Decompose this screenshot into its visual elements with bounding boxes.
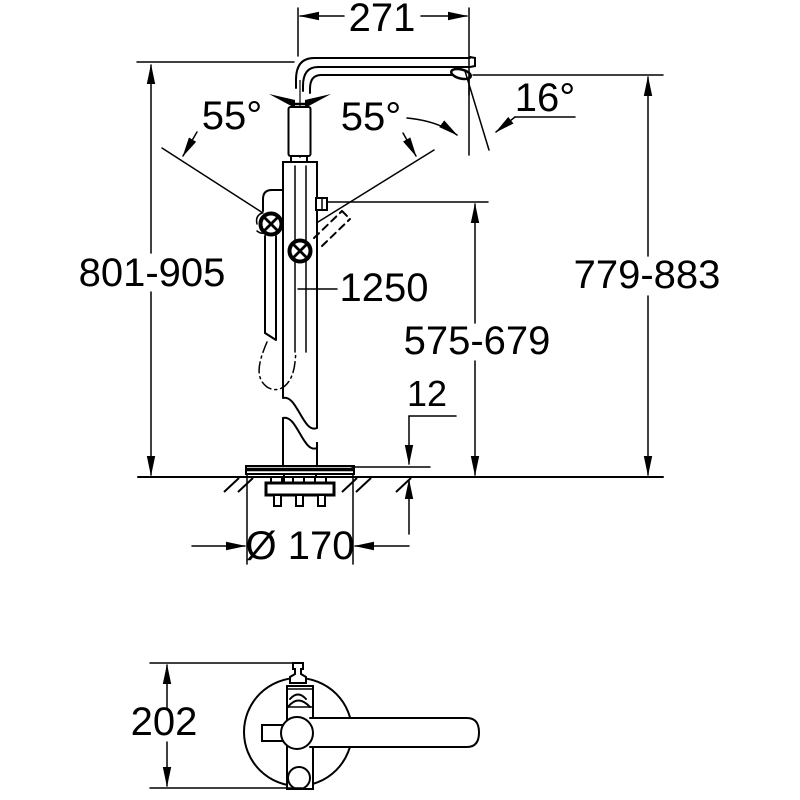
angle-55-right: 55°: [317, 95, 458, 223]
dim-base-diameter-label: Ø 170: [246, 524, 355, 568]
dim-hose-length-label: 1250: [340, 266, 429, 310]
angle-16: 16°: [464, 70, 576, 156]
lever: [287, 106, 312, 163]
dim-plate-thickness: 12: [351, 373, 457, 535]
shower-hose-loop: [258, 341, 297, 391]
dim-holder-height: 575-679: [327, 201, 551, 476]
lever-swivel-arrow-icon: [269, 94, 331, 108]
top-view-handshower-circle: [287, 766, 311, 790]
dim-depth: 202: [131, 662, 303, 789]
top-view-pivot-circle: [280, 716, 314, 750]
handshower-alt-position: [313, 210, 351, 247]
dim-plate-thickness-label: 12: [407, 373, 447, 414]
dim-spout-height: 779-883: [472, 74, 721, 476]
mounting-bracket: [264, 476, 336, 507]
dim-depth-label: 202: [131, 700, 198, 744]
dim-spout-reach: 271: [297, 0, 470, 96]
top-view-handshower-mount: [261, 724, 284, 742]
column-break: [281, 396, 319, 468]
body-clamp-knob-icon: [287, 238, 313, 264]
angle-55-left-label: 55°: [202, 94, 263, 138]
dim-holder-height-label: 575-679: [404, 319, 551, 363]
diverter-knob: [315, 197, 328, 211]
dim-base-diameter: Ø 170: [191, 474, 410, 568]
floor-hatching: [223, 477, 412, 493]
holder-clamp-knob-icon: [258, 211, 284, 237]
dim-spout-reach-label: 271: [349, 0, 416, 40]
angle-16-label: 16°: [515, 76, 576, 120]
dim-spout-height-label: 779-883: [574, 253, 721, 297]
angle-55-right-label: 55°: [341, 95, 402, 139]
dim-total-height-label: 801-905: [79, 251, 226, 295]
top-view: [243, 662, 481, 790]
top-view-handle: [286, 662, 314, 708]
front-view: [137, 56, 664, 507]
dim-total-height: 801-905: [79, 61, 295, 476]
handshower: [264, 235, 277, 341]
angle-55-left: 55°: [161, 94, 264, 214]
dim-hose-length: 1250: [297, 266, 429, 310]
top-view-spout: [309, 717, 481, 748]
